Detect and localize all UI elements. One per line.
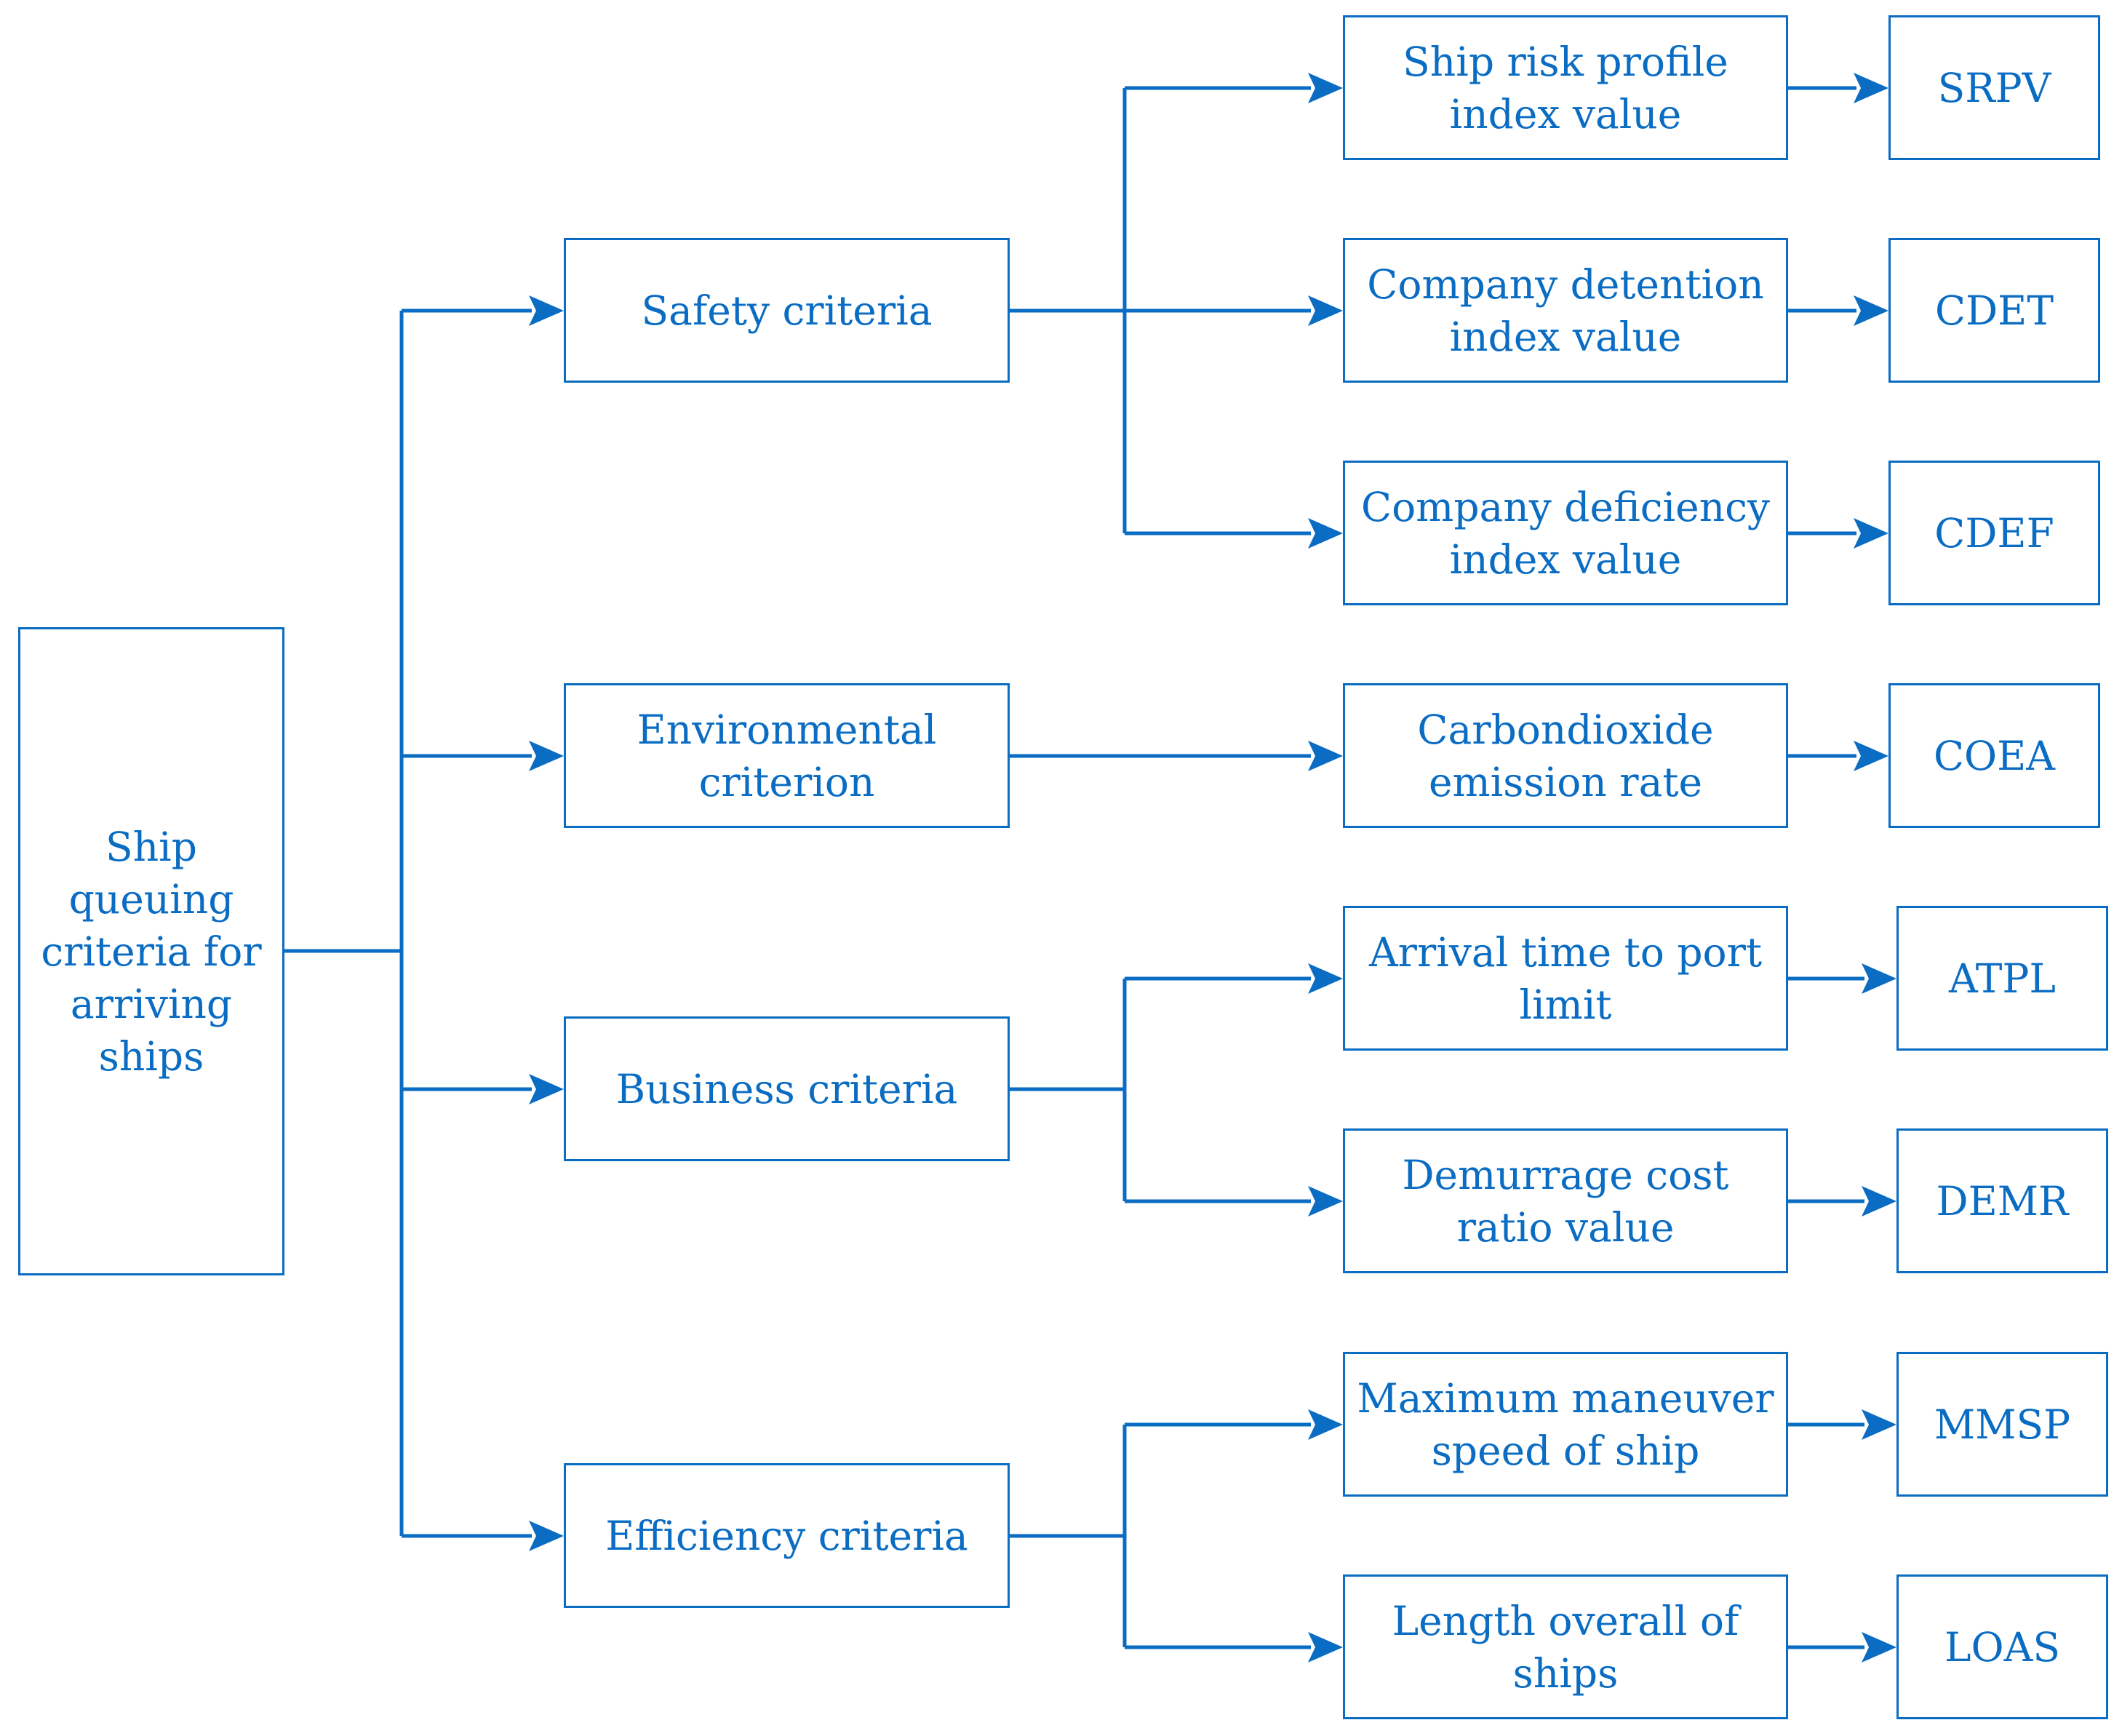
- indicator-ship-risk-profile: Ship risk profile index value: [1343, 15, 1788, 160]
- environmental-indicator-arrow-head: [1308, 741, 1343, 771]
- code-arrow-6-head: [1862, 1409, 1896, 1440]
- criterion-label: Safety criteria: [641, 287, 933, 334]
- safety-indicator-arrow-2-head: [1308, 518, 1343, 549]
- code-arrow-7-head: [1862, 1632, 1896, 1663]
- criterion-business: Business criteria: [564, 1016, 1010, 1161]
- indicator-arrival-time: Arrival time to port limit: [1343, 906, 1788, 1051]
- safety-indicator-arrow-0-head: [1308, 73, 1343, 103]
- code-demr: DEMR: [1896, 1128, 2108, 1273]
- code-label: MMSP: [1934, 1401, 2071, 1448]
- indicator-label: Company deficiency index value: [1360, 483, 1770, 583]
- criterion-efficiency: Efficiency criteria: [564, 1463, 1010, 1608]
- criterion-arrow-2-head: [529, 1074, 564, 1104]
- code-label: CDET: [1934, 287, 2054, 334]
- indicator-label: Maximum maneuver speed of ship: [1357, 1374, 1774, 1474]
- code-arrow-3-head: [1854, 741, 1888, 771]
- code-arrow-1-head: [1854, 295, 1888, 326]
- business-indicator-arrow-0-head: [1308, 963, 1343, 994]
- code-label: CDEF: [1934, 509, 2054, 557]
- criterion-label: Efficiency criteria: [605, 1512, 968, 1559]
- code-arrow-4-head: [1862, 963, 1896, 994]
- criterion-arrow-1-head: [529, 741, 564, 771]
- criterion-environmental: Environmental criterion: [564, 683, 1010, 828]
- business-indicator-arrow-1-head: [1308, 1186, 1343, 1217]
- code-label: ATPL: [1949, 955, 2056, 1002]
- code-mmsp: MMSP: [1896, 1352, 2108, 1497]
- root-label: Ship queuing criteria for arriving ships: [41, 823, 262, 1080]
- indicator-label: Demurrage cost ratio value: [1402, 1151, 1729, 1251]
- indicator-demurrage-cost: Demurrage cost ratio value: [1343, 1128, 1788, 1273]
- efficiency-indicator-arrow-0-head: [1308, 1409, 1343, 1440]
- criterion-arrow-0-head: [529, 295, 564, 326]
- safety-indicator-arrow-1-head: [1308, 295, 1343, 326]
- indicator-company-deficiency: Company deficiency index value: [1343, 461, 1788, 605]
- indicator-label: Arrival time to port limit: [1368, 928, 1763, 1028]
- code-coea: COEA: [1888, 683, 2100, 828]
- code-cdet: CDET: [1888, 238, 2100, 383]
- code-cdef: CDEF: [1888, 461, 2100, 605]
- indicator-label: Ship risk profile index value: [1403, 38, 1728, 138]
- indicator-company-detention: Company detention index value: [1343, 238, 1788, 383]
- indicator-label: Carbondioxide emission rate: [1417, 706, 1714, 805]
- criterion-label: Environmental criterion: [637, 706, 937, 805]
- indicator-carbondioxide-emission: Carbondioxide emission rate: [1343, 683, 1788, 828]
- code-arrow-2-head: [1854, 518, 1888, 549]
- criterion-label: Business criteria: [615, 1065, 958, 1112]
- code-arrow-5-head: [1862, 1186, 1896, 1217]
- indicator-label: Company detention index value: [1367, 260, 1764, 360]
- criterion-arrow-3-head: [529, 1521, 564, 1551]
- root-node: Ship queuing criteria for arriving ships: [18, 627, 284, 1275]
- criterion-safety: Safety criteria: [564, 238, 1010, 383]
- code-atpl: ATPL: [1896, 906, 2108, 1051]
- code-srpv: SRPV: [1888, 15, 2100, 160]
- indicator-maximum-maneuver-speed: Maximum maneuver speed of ship: [1343, 1352, 1788, 1497]
- code-arrow-0-head: [1854, 73, 1888, 103]
- code-label: LOAS: [1944, 1623, 2060, 1671]
- code-label: SRPV: [1937, 64, 2051, 111]
- code-label: DEMR: [1936, 1177, 2069, 1225]
- indicator-length-overall: Length overall of ships: [1343, 1574, 1788, 1719]
- code-label: COEA: [1933, 732, 2056, 779]
- efficiency-indicator-arrow-1-head: [1308, 1632, 1343, 1663]
- code-loas: LOAS: [1896, 1574, 2108, 1719]
- indicator-label: Length overall of ships: [1392, 1597, 1739, 1697]
